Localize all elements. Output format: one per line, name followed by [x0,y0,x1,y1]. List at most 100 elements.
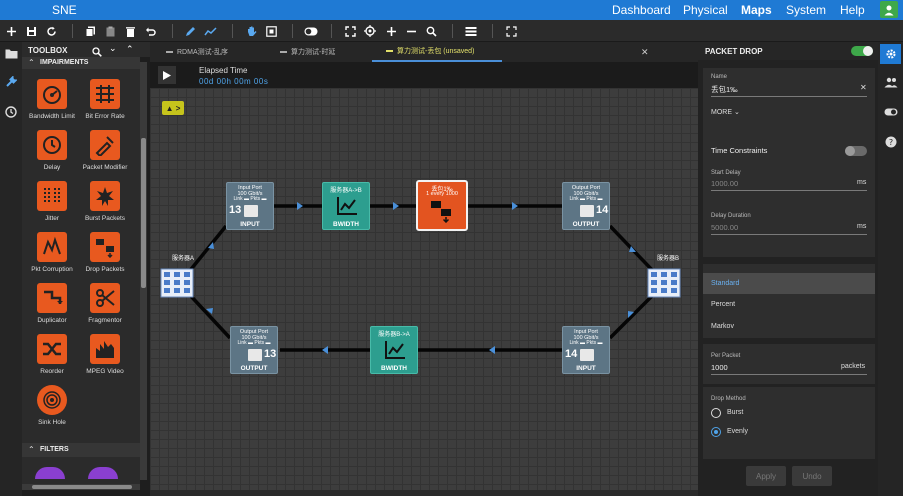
history-button[interactable] [3,104,19,120]
chevron-down-icon: ⌄ [733,109,740,116]
refresh-button[interactable] [43,23,59,39]
output-port-14-node[interactable]: Output Port 100 Gbit/s Link ▬ Pkts ▬ 14 … [562,182,610,230]
packet-drop-node[interactable]: 丢包1‰ 1 every 1000 [416,180,468,231]
tool-bandwidth-limit[interactable]: Bandwidth Limit [23,79,81,131]
tool-duplicator[interactable]: Duplicator [23,283,81,335]
help-button[interactable]: ? [883,134,899,150]
clipboard-icon [106,26,114,36]
delay-duration-input[interactable]: 5000.00 [711,223,739,232]
undo-button[interactable]: Undo [792,466,832,486]
tool-packet-modifier[interactable]: Packet Modifier [76,130,134,182]
monitor-icon [244,205,258,217]
filter-tool-icon[interactable] [88,467,118,479]
connection-lines [186,202,657,354]
scrollbar-thumb[interactable] [32,485,132,489]
tool-jitter[interactable]: Jitter [23,181,81,233]
output-port-13-node[interactable]: Output Port 100 Gbit/s Link ▬ Pkts ▬ 13 … [230,326,278,374]
user-avatar-button[interactable] [880,1,898,18]
tool-delay[interactable]: Delay [23,130,81,182]
nav-help[interactable]: Help [840,3,865,17]
scrollbar-thumb[interactable] [141,138,146,288]
add-button[interactable] [3,23,19,39]
chevron-down-icon[interactable]: ⌄ [109,43,117,53]
paste-button[interactable] [102,23,118,39]
drop-icon [431,201,451,223]
delete-button[interactable] [122,23,138,39]
fit-screen-button[interactable] [342,23,358,39]
zoom-in-button[interactable] [383,23,399,39]
tool-sink-hole[interactable]: Sink Hole [23,385,81,437]
close-tab-icon[interactable]: ✕ [641,47,649,57]
tab-packet-drop[interactable]: 算力测试-丢包 (unsaved) [372,42,502,62]
trash-icon [125,26,135,37]
chart-icon [385,341,405,359]
tool-pkt-corruption[interactable]: Pkt Corruption [23,232,81,284]
zoom-out-button[interactable] [403,23,419,39]
users-button[interactable] [883,74,899,90]
filter-tool-icon[interactable] [35,467,65,479]
server-a-node[interactable] [160,268,194,303]
monitor-icon [580,205,594,217]
nav-maps[interactable]: Maps [741,3,772,17]
bandwidth-b-to-a-node[interactable]: 服务器B->A BWIDTH [370,326,418,374]
input-port-13-node[interactable]: Input Port 100 Gbit/s Link ▬ Pkts ▬ 13 I… [226,182,274,230]
nav-physical[interactable]: Physical [683,3,728,17]
start-delay-input[interactable]: 1000.00 [711,179,739,188]
per-packet-input[interactable]: 1000 [711,363,728,372]
tools-button[interactable] [3,74,19,90]
filters-section-header[interactable]: ⌃ FILTERS [22,443,140,457]
drop-mode-percent[interactable]: Percent [711,301,736,308]
tool-mpeg-video[interactable]: MPEG Video [76,334,134,386]
undo-button[interactable] [142,23,158,39]
select-area-button[interactable] [263,23,279,39]
radio-burst[interactable] [711,408,721,418]
copy-button[interactable] [82,23,98,39]
tab-latency[interactable]: 算力测试-时延 [280,42,380,62]
toggle-view-button[interactable] [883,104,899,120]
tab-label: 算力测试-丢包 (unsaved) [397,48,475,55]
warning-badge[interactable]: ▲ > [162,101,184,115]
toggle-view-button[interactable] [303,23,319,39]
apply-button[interactable]: Apply [746,466,786,486]
packet-modifier-icon [90,130,120,160]
toolbox-scrollbar-horizontal[interactable] [22,484,140,490]
time-constraints-toggle[interactable] [845,146,867,156]
play-button[interactable] [158,66,176,84]
enable-toggle[interactable] [851,46,873,56]
map-canvas[interactable]: ▲ > [150,88,698,490]
tool-burst-packets[interactable]: Burst Packets [76,181,134,233]
tool-reorder[interactable]: Reorder [23,334,81,386]
draw-link-button[interactable] [182,23,198,39]
drop-mode-standard[interactable]: Standard [703,273,875,294]
input-port-14-node[interactable]: Input Port 100 Gbit/s Link ▬ Pkts ▬ 14 I… [562,326,610,374]
clear-icon[interactable]: ✕ [860,83,867,92]
tab-rdma[interactable]: RDMA测试-乱序 [166,42,266,62]
name-input[interactable]: 丢包1‰ [711,85,738,94]
chevron-up-icon[interactable]: ⌃ [126,44,134,54]
toolbox-search-button[interactable] [92,44,102,62]
nav-system[interactable]: System [786,3,827,17]
more-button[interactable]: MORE ⌄ [711,108,740,116]
zoom-button[interactable] [423,23,439,39]
bandwidth-a-to-b-node[interactable]: 服务器A->B BWIDTH [322,182,370,230]
tool-fragmentor[interactable]: Fragmentor [76,283,134,335]
drop-mode-markov[interactable]: Markov [711,323,734,330]
impairments-section-header[interactable]: ⌃ IMPAIRMENTS [22,57,140,69]
tool-drop-packets[interactable]: Drop Packets [76,232,134,284]
tool-bit-error-rate[interactable]: Bit Error Rate [76,79,134,131]
pan-button[interactable] [243,23,259,39]
toolbox-scrollbar-vertical[interactable] [140,62,147,480]
toolbar-divider [492,24,493,38]
canvas-scrollbar[interactable] [150,490,698,496]
radio-burst-label: Burst [727,409,744,416]
nav-dashboard[interactable]: Dashboard [612,3,671,17]
stats-button[interactable] [202,23,218,39]
fullscreen-button[interactable] [503,23,519,39]
server-b-node[interactable] [647,268,681,303]
layers-button[interactable] [463,23,479,39]
radio-evenly[interactable] [711,427,721,437]
save-button[interactable] [23,23,39,39]
settings-button[interactable] [880,44,901,64]
folder-button[interactable] [3,45,19,61]
center-button[interactable] [362,23,378,39]
